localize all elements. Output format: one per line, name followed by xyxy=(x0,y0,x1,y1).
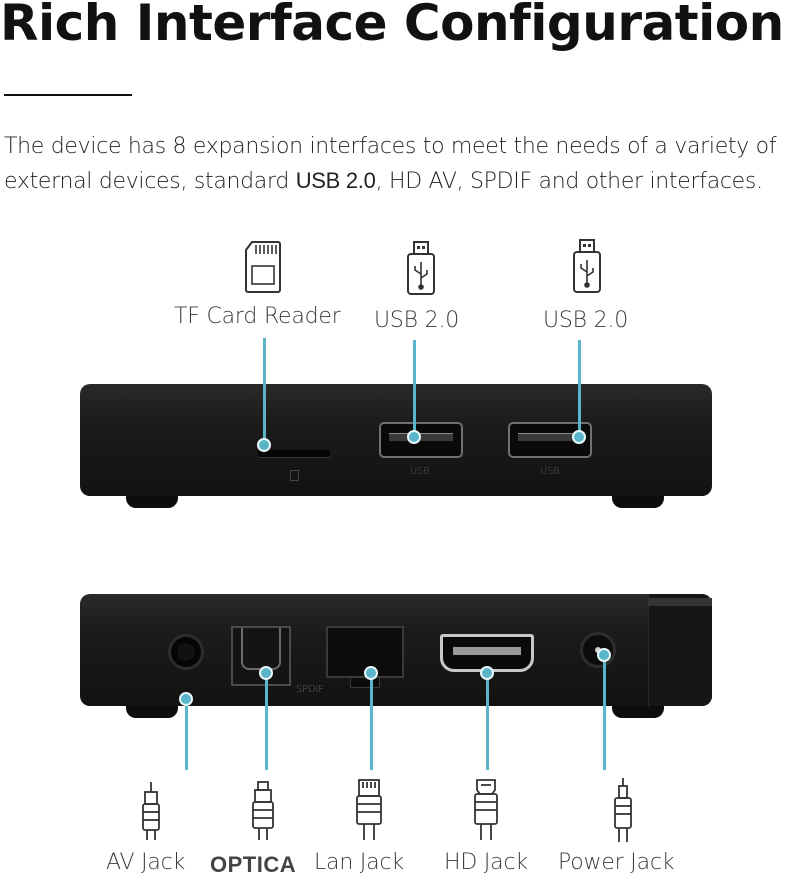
device-foot xyxy=(126,496,178,508)
ethernet-plug-icon xyxy=(356,779,382,840)
label-av-jack: AV Jack xyxy=(106,850,186,875)
callout-dot-lan xyxy=(364,666,378,680)
label-usb-right: USB 2.0 xyxy=(543,308,629,333)
description: The device has 8 expansion interfaces to… xyxy=(4,130,792,199)
rca-plug-icon xyxy=(142,782,160,840)
usb-mark-left: USB xyxy=(410,466,430,477)
callout-line-tf xyxy=(263,338,266,444)
usb-stick-icon xyxy=(407,241,435,295)
label-power-jack: Power Jack xyxy=(558,850,675,875)
av-port[interactable] xyxy=(168,634,204,670)
usb-stick-icon xyxy=(573,239,601,293)
spdif-mark: SPDIF xyxy=(296,684,324,695)
callout-line-usb-left xyxy=(413,340,416,436)
callout-dot-optical xyxy=(259,666,273,680)
sd-card-icon xyxy=(245,241,281,293)
hdmi-plug-icon xyxy=(474,779,498,840)
device-side-edge xyxy=(648,594,712,706)
label-usb-left: USB 2.0 xyxy=(374,308,460,333)
usb-mark-right: USB xyxy=(540,466,560,477)
label-lan-jack: Lan Jack xyxy=(314,850,404,875)
callout-dot-av xyxy=(179,692,193,706)
description-line-1: The device has 8 expansion interfaces to… xyxy=(4,134,777,159)
label-hd-jack: HD Jack xyxy=(444,850,528,875)
callout-dot-usb-right xyxy=(572,430,586,444)
callout-dot-power xyxy=(597,648,611,662)
callout-line-optical xyxy=(265,678,268,770)
description-line-2: external devices, standard USB 2.0, HD A… xyxy=(4,164,792,199)
callout-dot-tf xyxy=(257,438,271,452)
description-text-a: external devices, standard xyxy=(4,169,296,194)
tf-card-slot xyxy=(258,450,330,457)
description-text-b: , HD AV, SPDIF and other interfaces. xyxy=(375,169,764,194)
callout-line-power xyxy=(603,660,606,770)
title-underline xyxy=(4,94,132,96)
callout-dot-hd xyxy=(480,666,494,680)
optical-plug-icon xyxy=(252,781,274,840)
device-foot xyxy=(612,706,664,718)
usb-port-left[interactable] xyxy=(379,422,463,458)
label-optical: OPTICA xyxy=(210,852,297,877)
device-foot xyxy=(126,706,178,718)
device-foot xyxy=(612,496,664,508)
label-tf-card-reader: TF Card Reader xyxy=(174,304,341,329)
device-top-edge xyxy=(648,598,712,606)
callout-line-av xyxy=(185,700,188,770)
callout-line-hd xyxy=(486,678,489,770)
callout-line-usb-right xyxy=(578,340,581,436)
tf-mark xyxy=(290,470,299,481)
dc-plug-icon xyxy=(614,778,632,842)
callout-line-lan xyxy=(370,678,373,770)
callout-dot-usb-left xyxy=(407,430,421,444)
description-usb: USB 2.0 xyxy=(295,168,376,193)
page-title: Rich Interface Configuration xyxy=(0,0,784,52)
